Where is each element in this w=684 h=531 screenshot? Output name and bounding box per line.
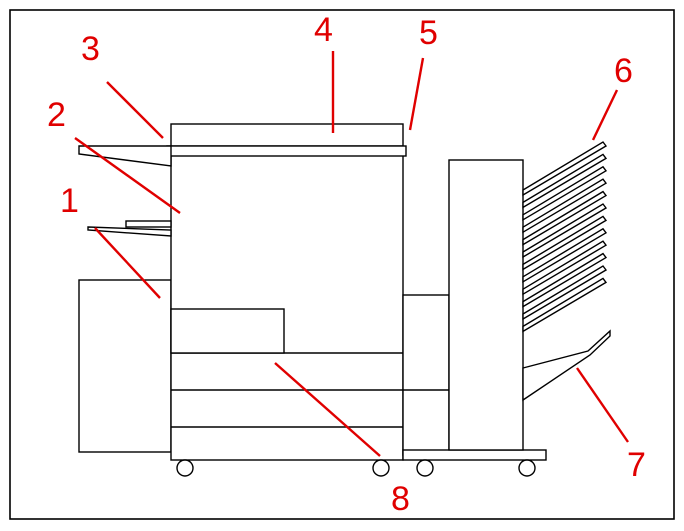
mailbox-bin — [522, 265, 608, 321]
booklet-tray — [522, 329, 611, 402]
callout-7: 7 — [627, 446, 646, 484]
caster-3 — [416, 459, 434, 477]
finisher-base — [402, 449, 547, 461]
callout-2: 2 — [47, 96, 66, 134]
mailbox-bin — [522, 227, 608, 284]
bypass-tray — [87, 226, 172, 237]
front-panel — [170, 308, 285, 354]
leader-1 — [94, 227, 161, 299]
caster-1 — [176, 459, 194, 477]
mailbox-bin — [522, 240, 608, 296]
connection-unit — [402, 294, 450, 456]
caster-2 — [372, 459, 390, 477]
callout-3: 3 — [81, 30, 100, 68]
large-capacity-cassette — [78, 279, 172, 453]
callout-8: 8 — [391, 480, 410, 518]
mailbox-bin — [522, 215, 608, 271]
mailbox-bin — [522, 190, 608, 246]
output-tray-upper — [78, 145, 172, 167]
leader-3 — [106, 81, 164, 139]
callout-4: 4 — [314, 11, 333, 49]
mailbox-bin — [522, 277, 608, 333]
leader-2 — [74, 137, 181, 214]
document-feeder — [170, 123, 404, 147]
callout-6: 6 — [614, 52, 633, 90]
finisher-body — [448, 159, 524, 451]
platen-cover — [166, 145, 407, 157]
leader-7 — [576, 367, 629, 443]
main-body — [170, 154, 404, 461]
diagram-frame — [9, 9, 675, 520]
mailbox-bin — [522, 153, 608, 209]
callout-5: 5 — [419, 14, 438, 52]
mailbox-bins — [522, 141, 608, 333]
bypass-tray-guide — [125, 220, 172, 228]
leader-6 — [591, 89, 619, 141]
leader-5 — [408, 57, 425, 131]
mailbox-bin — [522, 252, 608, 308]
mailbox-bin — [522, 165, 608, 222]
callout-1: 1 — [60, 182, 79, 220]
caster-4 — [518, 459, 536, 477]
mailbox-bin — [522, 203, 608, 259]
mailbox-bin — [522, 141, 608, 197]
leader-8 — [274, 362, 381, 457]
mailbox-bin — [522, 178, 608, 234]
